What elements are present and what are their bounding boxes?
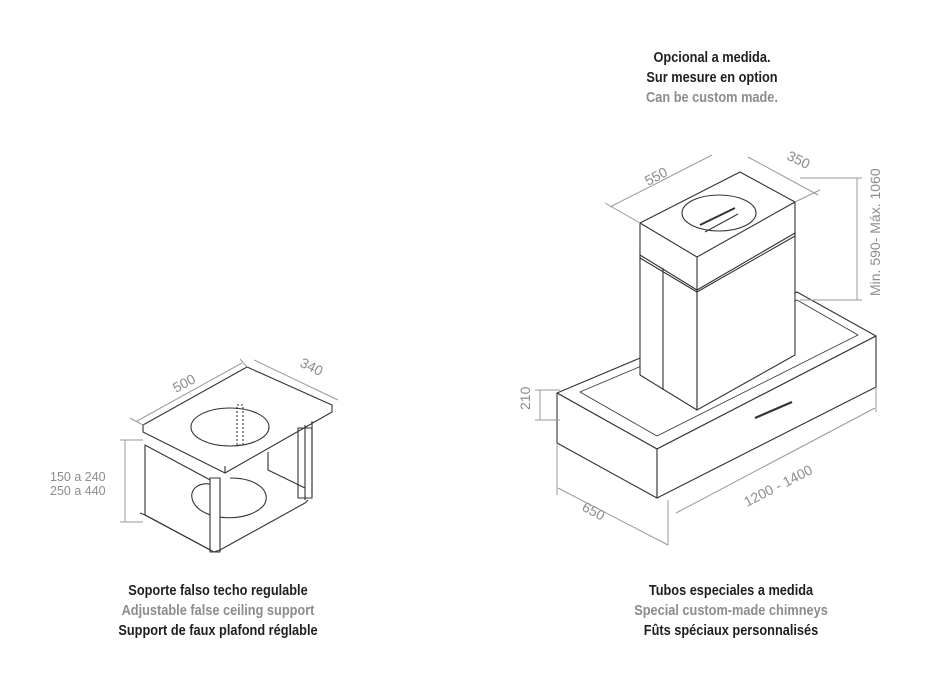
support-depth-label: 340	[298, 354, 326, 379]
support-caption-en: Adjustable false ceiling support	[121, 603, 315, 619]
island-hood	[556, 171, 877, 499]
support-top-hole	[190, 407, 270, 447]
chimney-height-label: Min. 590- Máx. 1060	[867, 168, 883, 296]
chimney-caption-fr: Fûts spéciaux personnalisés	[643, 623, 819, 639]
support-caption-fr: Support de faux plafond réglable	[118, 623, 318, 639]
support-caption: Soporte falso techo regulable Adjustable…	[112, 581, 323, 641]
support-front-leg	[209, 477, 221, 553]
chimney-caption-es: Tubos especiales a medida	[648, 583, 814, 599]
support-height-label-a: 150 a 240	[50, 470, 106, 484]
canopy-width-label: 1200 - 1400	[741, 461, 815, 509]
support-height-label-b: 250 a 440	[50, 484, 106, 498]
chimney-caption: Tubos especiales a medida Special custom…	[625, 581, 836, 641]
support-caption-es: Soporte falso techo regulable	[128, 583, 308, 599]
chimney-depth-label: 350	[785, 147, 813, 172]
canopy-depth-label: 650	[580, 499, 608, 524]
note-line-fr: Sur mesure en option	[646, 70, 778, 86]
chimney-width-label: 550	[642, 163, 670, 188]
note-line-es: Opcional a medida.	[653, 50, 771, 66]
chimney-side	[696, 232, 796, 411]
chimney-outlet	[681, 194, 757, 232]
note-line-en: Can be custom made.	[646, 90, 778, 106]
support-bottom-ring	[191, 477, 267, 519]
support-width-label: 500	[170, 370, 198, 395]
custom-made-note: Opcional a medida. Sur mesure en option …	[624, 48, 800, 108]
dimension-lines	[120, 154, 877, 546]
canopy-height-label: 210	[517, 386, 533, 410]
false-ceiling-support	[139, 366, 333, 553]
chimney-caption-en: Special custom-made chimneys	[634, 603, 828, 619]
